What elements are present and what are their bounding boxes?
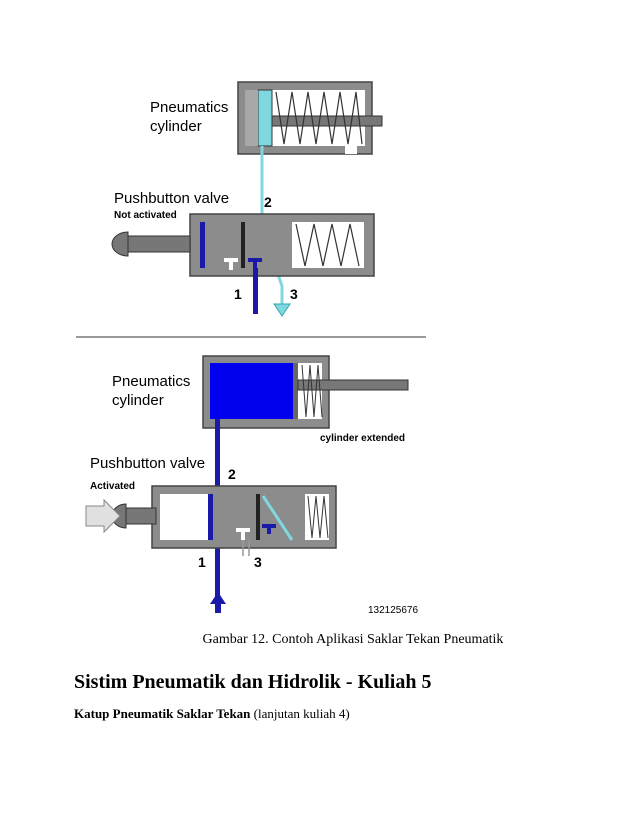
bottom-cylinder-label-1: Pneumatics <box>112 373 190 390</box>
top-cylinder-label-2: cylinder <box>150 118 202 135</box>
bottom-valve-state: Activated <box>90 481 135 492</box>
top-valve <box>111 213 375 277</box>
top-valve-label: Pushbutton valve <box>114 190 229 207</box>
bottom-cylinder-state: cylinder extended <box>320 433 405 444</box>
top-port-1: 1 <box>234 286 242 302</box>
top-valve-state: Not activated <box>114 210 177 221</box>
top-exhaust-arrow <box>273 303 291 317</box>
subheading: Katup Pneumatik Saklar Tekan (lanjutan k… <box>74 706 350 722</box>
top-diagram: Pneumatics cylinder Pushbutton valve Not… <box>111 81 383 317</box>
top-cylinder <box>237 81 383 155</box>
bottom-valve <box>111 485 337 549</box>
subheading-bold: Katup Pneumatik Saklar Tekan <box>74 706 251 721</box>
bottom-valve-label: Pushbutton valve <box>90 455 205 472</box>
bottom-activation-arrow <box>85 498 121 534</box>
image-id: 132125676 <box>368 605 418 616</box>
bottom-port-1: 1 <box>198 554 206 570</box>
bottom-port-2: 2 <box>228 466 236 482</box>
bottom-cylinder-label-2: cylinder <box>112 392 164 409</box>
bottom-port-3: 3 <box>254 554 262 570</box>
bottom-cylinder <box>202 355 409 429</box>
top-port-3: 3 <box>290 286 298 302</box>
top-cylinder-label-1: Pneumatics <box>150 99 228 116</box>
pneumatic-diagram: Pneumatics cylinder Pushbutton valve Not… <box>76 81 426 616</box>
top-line-1 <box>253 268 258 314</box>
page-heading: Sistim Pneumatik dan Hidrolik - Kuliah 5 <box>74 671 432 693</box>
subheading-normal: (lanjutan kuliah 4) <box>250 706 350 721</box>
figure-caption: Gambar 12. Contoh Aplikasi Saklar Tekan … <box>202 632 504 647</box>
bottom-diagram: Pneumatics cylinder cylinder extended Pu… <box>85 355 418 616</box>
bottom-inlet-arrow <box>210 592 226 604</box>
top-port-2: 2 <box>264 194 272 210</box>
